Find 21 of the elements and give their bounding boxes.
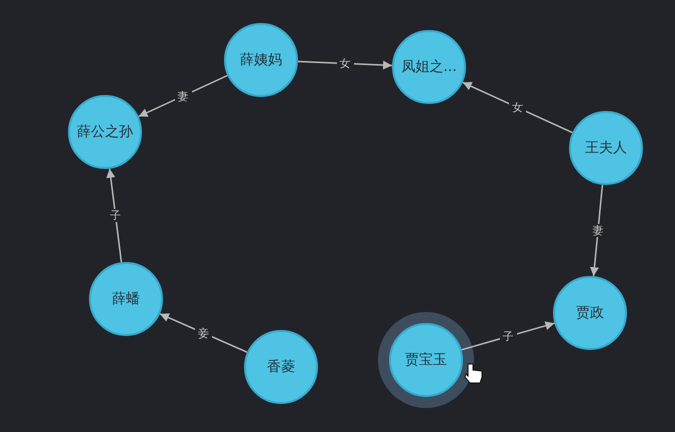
arrow: [298, 60, 392, 70]
node-label: 薛姨妈: [240, 51, 282, 69]
edge-label: 妾: [195, 326, 212, 340]
edge-label: 女: [509, 101, 526, 114]
arrow: [138, 74, 228, 118]
node-label: 王夫人: [585, 139, 627, 157]
edge-label: 妻: [590, 224, 606, 237]
node-label: 贾政: [576, 304, 604, 322]
node-label: 凤姐之...: [401, 58, 457, 76]
node-label: 薛蟠: [112, 290, 140, 308]
node-label: 贾宝玉: [405, 351, 447, 369]
node-label: 香菱: [267, 358, 295, 376]
arrow: [461, 321, 555, 351]
edge-label: 女: [336, 57, 354, 70]
arrow: [590, 184, 604, 276]
arrow: [462, 82, 573, 134]
edge-label: 妻: [174, 90, 192, 102]
edge-label: 子: [500, 330, 516, 343]
arrow: [160, 313, 248, 353]
arrow: [106, 168, 122, 262]
node-label: 薛公之孙: [77, 123, 133, 141]
